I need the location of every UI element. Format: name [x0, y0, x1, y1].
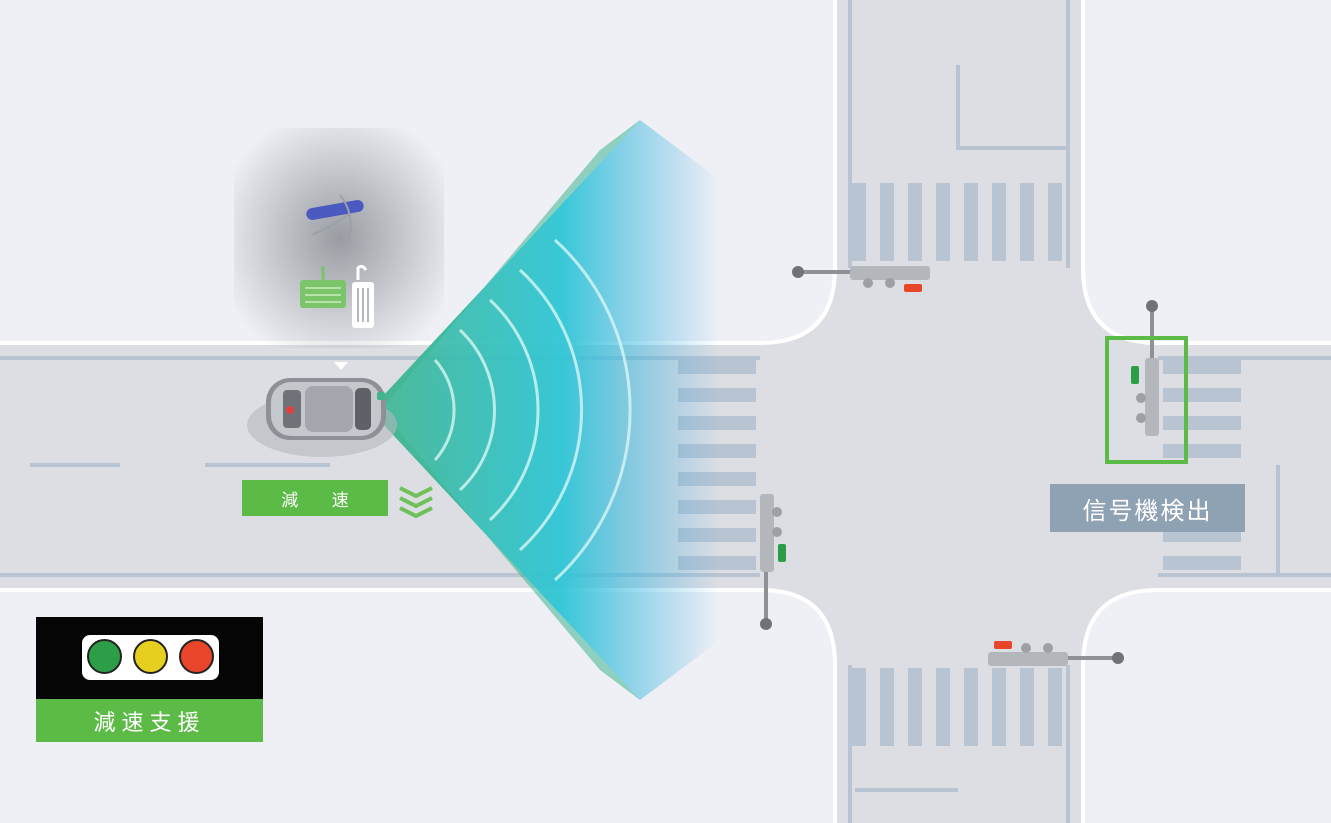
- traffic-light-south: [988, 641, 1124, 666]
- decel-chevron-icon: [399, 486, 433, 519]
- traffic-light-icon: [82, 635, 219, 680]
- green-lamp-icon: [87, 639, 122, 674]
- legend-title: 減速支援: [36, 699, 263, 742]
- driver-panel: [234, 128, 444, 348]
- pointer-icon: [334, 362, 348, 370]
- accelerator-pedal-icon: [352, 264, 374, 328]
- decel-label: 減 速: [242, 480, 388, 516]
- brake-pedal-icon: [300, 266, 346, 308]
- signal-detect-label: 信号機検出: [1050, 484, 1245, 532]
- traffic-light-north: [792, 266, 930, 292]
- yellow-lamp-icon: [133, 639, 168, 674]
- sensor-beam: [370, 120, 720, 700]
- legend-signal-area: [36, 617, 263, 699]
- crosswalk-south: [852, 668, 1062, 746]
- steering-icon: [306, 194, 364, 243]
- red-lamp-icon: [179, 639, 214, 674]
- crosswalk-north: [852, 183, 1062, 261]
- detection-box: [1105, 336, 1188, 464]
- traffic-light-east-detected: [1131, 300, 1159, 436]
- traffic-light-west: [760, 494, 786, 630]
- car-icon: [247, 378, 397, 457]
- legend-panel: 減速支援: [36, 617, 263, 742]
